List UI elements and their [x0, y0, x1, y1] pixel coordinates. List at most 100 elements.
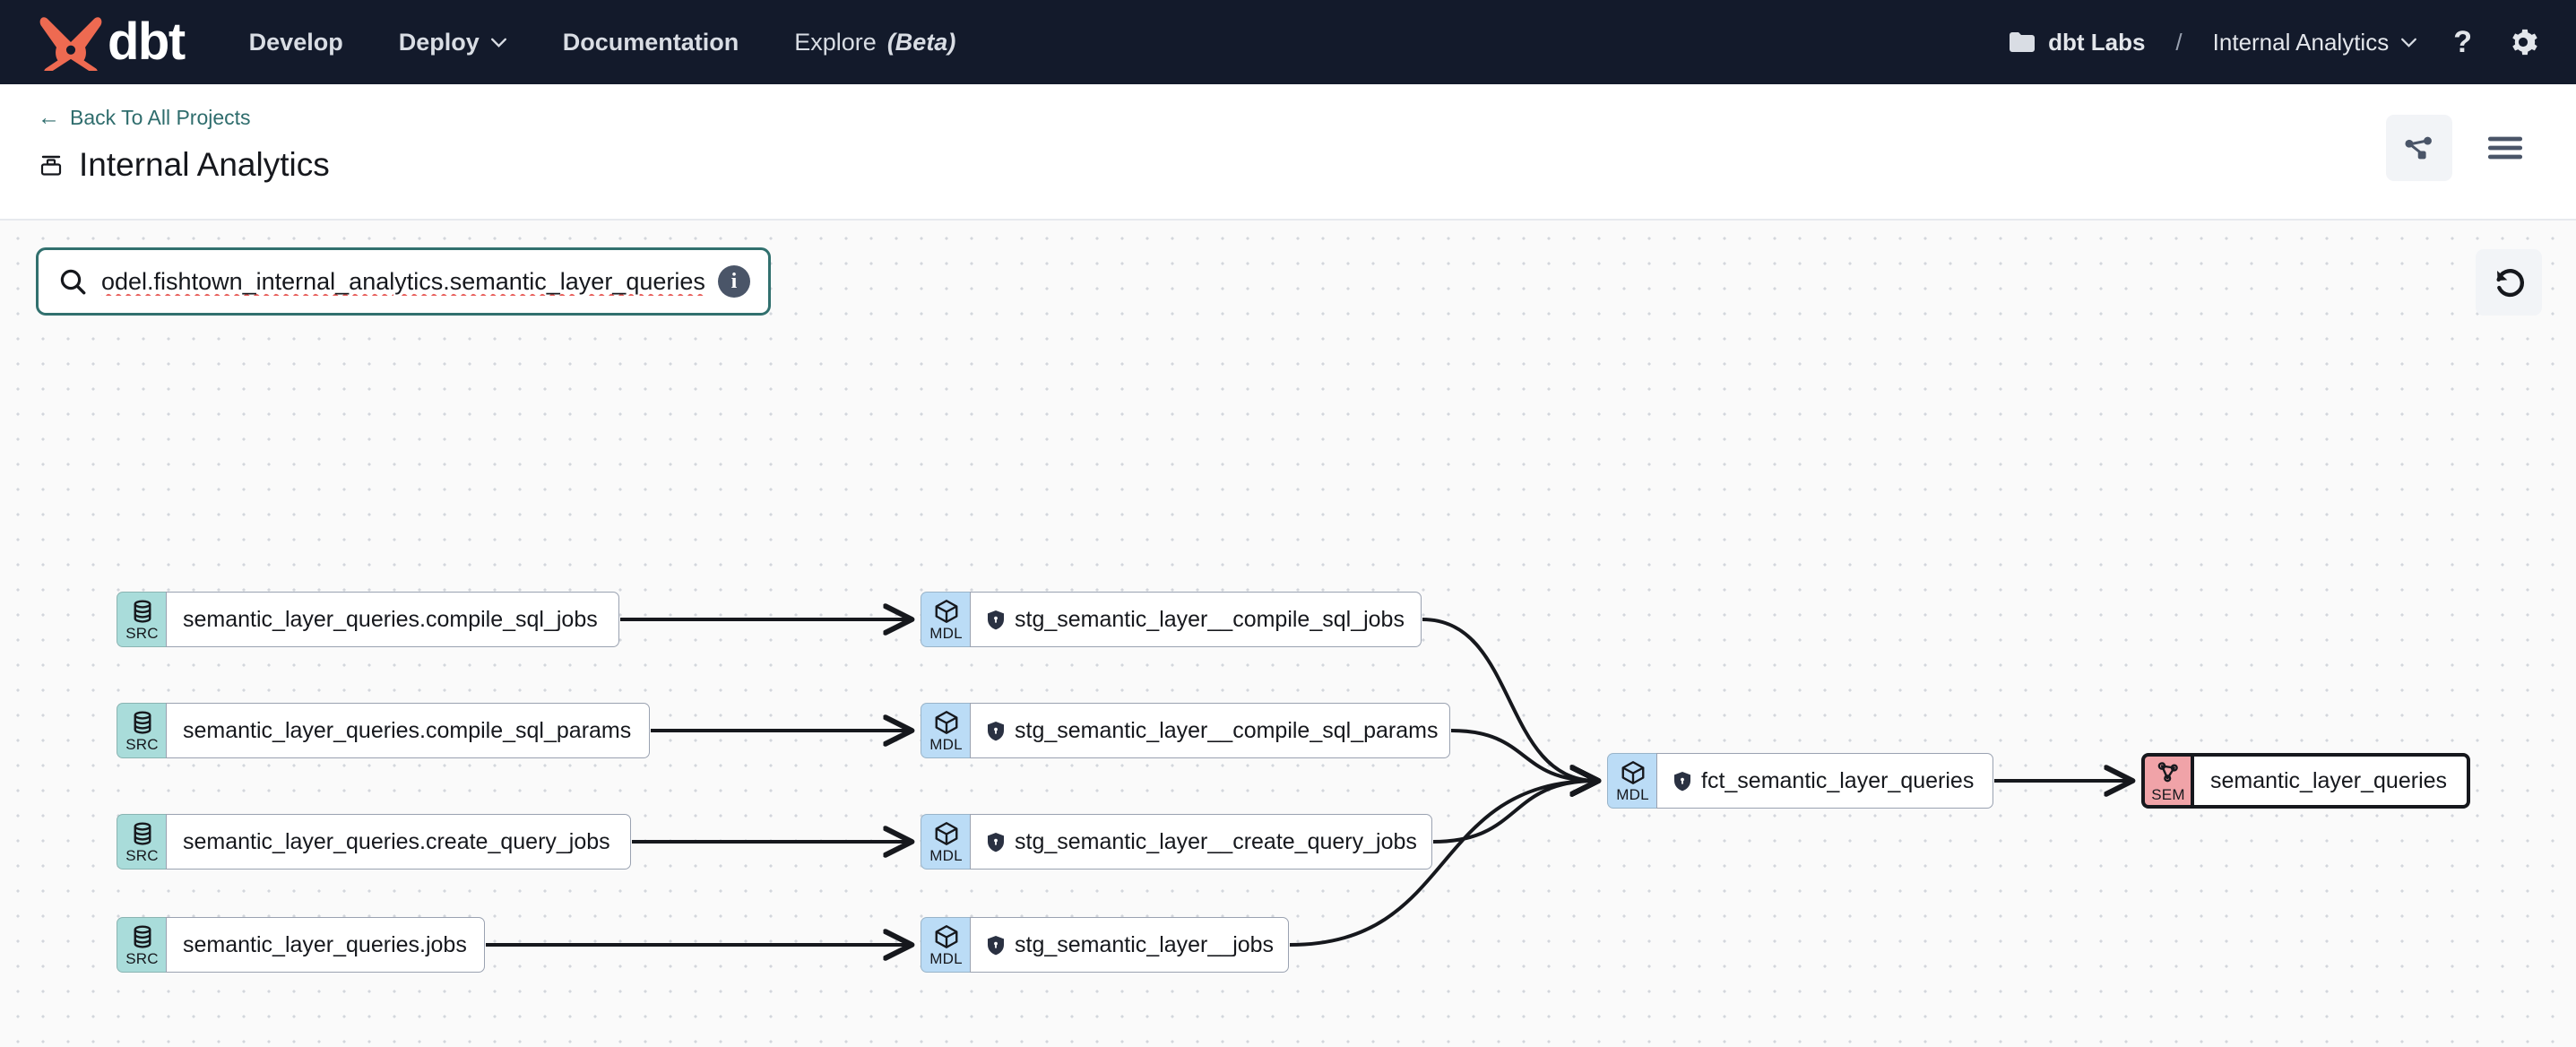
- cube-icon: [935, 711, 957, 734]
- back-to-all-projects-link[interactable]: ← Back To All Projects: [38, 106, 251, 130]
- search-input-value: odel.fishtown_internal_analytics.semanti…: [101, 267, 705, 295]
- nav-item-deploy-label: Deploy: [398, 28, 480, 56]
- top-navigation-bar: dbt Develop Deploy Documentation Explore…: [0, 0, 2576, 84]
- node-type-label: SRC: [125, 847, 159, 864]
- breadcrumb-separator: /: [2175, 28, 2183, 56]
- lineage-node-fct1[interactable]: MDL fct_semantic_layer_queries: [1607, 753, 1993, 809]
- subheader-actions: [2386, 115, 2538, 181]
- node-label: semantic_layer_queries.compile_sql_param…: [183, 717, 632, 743]
- database-icon: [134, 600, 151, 623]
- info-icon[interactable]: i: [718, 265, 750, 298]
- shield-lock-icon: [988, 610, 1004, 629]
- node-body[interactable]: stg_semantic_layer__jobs: [970, 917, 1289, 973]
- lineage-node-mdl3[interactable]: MDL stg_semantic_layer__create_query_jobs: [921, 814, 1432, 870]
- node-type-label: SEM: [2151, 786, 2185, 803]
- cube-icon: [935, 600, 957, 623]
- lineage-edges: [485, 221, 2576, 1047]
- help-icon[interactable]: ?: [2453, 24, 2472, 59]
- gear-icon[interactable]: [2508, 27, 2538, 57]
- breadcrumb-organization[interactable]: dbt Labs: [2009, 29, 2145, 56]
- project-subheader: ← Back To All Projects Internal Analytic…: [0, 84, 2576, 221]
- lineage-view-button[interactable]: [2386, 115, 2452, 181]
- node-type-badge-src: SRC: [117, 814, 167, 870]
- back-to-all-projects-label: Back To All Projects: [70, 106, 251, 129]
- database-icon: [134, 711, 151, 734]
- nav-item-explore-label: Explore: [794, 28, 877, 56]
- top-nav-right-cluster: dbt Labs / Internal Analytics ?: [2009, 25, 2538, 60]
- lineage-node-sem1[interactable]: SEM semantic_layer_queries: [2141, 753, 2470, 809]
- node-body[interactable]: stg_semantic_layer__create_query_jobs: [970, 814, 1432, 870]
- lineage-node-mdl2[interactable]: MDL stg_semantic_layer__compile_sql_param…: [921, 703, 1450, 758]
- node-type-badge-src: SRC: [117, 703, 167, 758]
- node-type-badge-src: SRC: [117, 917, 167, 973]
- node-type-label: MDL: [929, 736, 963, 753]
- lineage-node-mdl1[interactable]: MDL stg_semantic_layer__compile_sql_jobs: [921, 592, 1422, 647]
- lineage-node-src2[interactable]: SRC semantic_layer_queries.compile_sql_pa…: [117, 703, 650, 758]
- search-input[interactable]: odel.fishtown_internal_analytics.semanti…: [36, 247, 771, 316]
- node-label: stg_semantic_layer__compile_sql_jobs: [1015, 606, 1405, 632]
- node-type-badge-mdl: MDL: [921, 592, 971, 647]
- node-type-label: MDL: [1616, 786, 1649, 803]
- cube-icon: [935, 822, 957, 845]
- node-type-badge-mdl: MDL: [921, 814, 971, 870]
- nav-item-develop-label: Develop: [248, 28, 343, 56]
- shield-lock-icon: [988, 832, 1004, 852]
- breadcrumb-project[interactable]: Internal Analytics: [2213, 29, 2418, 56]
- lineage-edge-mdl1-to-fct1: [1422, 618, 1596, 781]
- nav-item-documentation[interactable]: Documentation: [563, 29, 739, 56]
- breadcrumb-project-label: Internal Analytics: [2212, 28, 2390, 56]
- node-type-label: MDL: [929, 625, 963, 642]
- node-type-label: SRC: [125, 736, 159, 753]
- lineage-edge-mdl4-to-fct1: [1289, 781, 1596, 947]
- node-type-label: SRC: [125, 625, 159, 642]
- node-label: stg_semantic_layer__create_query_jobs: [1015, 828, 1417, 854]
- node-label: semantic_layer_queries.create_query_jobs: [183, 828, 610, 854]
- nav-item-deploy[interactable]: Deploy: [399, 29, 507, 56]
- node-body[interactable]: semantic_layer_queries.compile_sql_jobs: [166, 592, 619, 647]
- node-type-label: MDL: [929, 950, 963, 967]
- node-body[interactable]: semantic_layer_queries: [2191, 753, 2470, 809]
- lineage-node-src4[interactable]: SRC semantic_layer_queries.jobs: [117, 917, 485, 973]
- folder-icon: [2010, 32, 2036, 52]
- lineage-node-src3[interactable]: SRC semantic_layer_queries.create_query_j…: [117, 814, 631, 870]
- list-view-button[interactable]: [2472, 115, 2538, 181]
- lineage-graph-icon: [2405, 136, 2432, 160]
- node-label: semantic_layer_queries.compile_sql_jobs: [183, 606, 598, 632]
- shield-lock-icon: [1674, 771, 1690, 791]
- nav-item-documentation-label: Documentation: [562, 28, 739, 56]
- node-body[interactable]: fct_semantic_layer_queries: [1656, 753, 1993, 809]
- reset-graph-button[interactable]: [2476, 249, 2542, 316]
- node-body[interactable]: stg_semantic_layer__compile_sql_jobs: [970, 592, 1422, 647]
- back-arrow-icon: ←: [38, 105, 60, 130]
- node-label: stg_semantic_layer__compile_sql_params: [1015, 717, 1439, 743]
- shield-lock-icon: [988, 935, 1004, 955]
- nav-item-explore-beta-badge: (Beta): [886, 28, 956, 56]
- reset-undo-icon: [2496, 269, 2524, 298]
- node-body[interactable]: semantic_layer_queries.create_query_jobs: [166, 814, 631, 870]
- node-label: semantic_layer_queries.jobs: [183, 931, 467, 957]
- node-type-badge-mdl: MDL: [921, 917, 971, 973]
- node-body[interactable]: semantic_layer_queries.compile_sql_param…: [166, 703, 650, 758]
- main-nav-links: Develop Deploy Documentation Explore (Be…: [249, 29, 956, 56]
- nav-item-develop[interactable]: Develop: [249, 29, 343, 56]
- dbt-mark-icon: [39, 17, 102, 71]
- lineage-edge-mdl3-to-fct1: [1432, 781, 1596, 844]
- lineage-node-mdl4[interactable]: MDL stg_semantic_layer__jobs: [921, 917, 1289, 973]
- node-type-label: MDL: [929, 847, 963, 864]
- lineage-canvas[interactable]: SRC semantic_layer_queries.compile_sql_jo…: [0, 221, 2576, 1047]
- search-icon: [60, 269, 86, 295]
- cube-icon: [935, 925, 957, 948]
- node-type-badge-mdl: MDL: [921, 703, 971, 758]
- lineage-edge-mdl2-to-fct1: [1450, 729, 1596, 781]
- hamburger-menu-icon: [2487, 136, 2523, 160]
- lineage-node-src1[interactable]: SRC semantic_layer_queries.compile_sql_jo…: [117, 592, 619, 647]
- node-type-badge-src: SRC: [117, 592, 167, 647]
- node-type-label: SRC: [125, 950, 159, 967]
- node-type-badge-sem: SEM: [2141, 753, 2191, 809]
- database-icon: [134, 822, 151, 845]
- node-body[interactable]: semantic_layer_queries.jobs: [166, 917, 485, 973]
- cube-icon: [1621, 761, 1644, 784]
- dbt-logo[interactable]: dbt: [38, 13, 186, 71]
- nav-item-explore[interactable]: Explore (Beta): [794, 29, 955, 56]
- node-body[interactable]: stg_semantic_layer__compile_sql_params: [970, 703, 1450, 758]
